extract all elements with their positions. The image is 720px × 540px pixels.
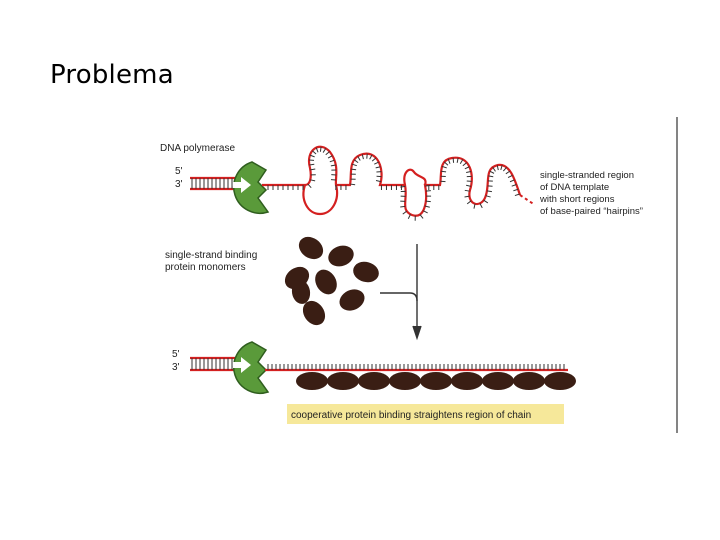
base-tick	[351, 168, 357, 171]
base-tick	[483, 199, 489, 204]
polymerase-arrow-icon	[233, 357, 251, 373]
ss-region-label-3: with short regions	[539, 194, 615, 205]
base-tick	[315, 147, 319, 153]
bound-ssb-protein	[544, 372, 576, 390]
base-tick	[425, 184, 431, 187]
three-prime-top-label: 3'	[175, 179, 183, 190]
base-tick	[488, 175, 494, 178]
bound-ssb-protein	[296, 372, 328, 390]
base-tick	[466, 170, 472, 174]
bound-ssb-protein	[420, 372, 452, 390]
template-strand-top	[262, 145, 536, 221]
base-tick	[319, 146, 322, 152]
bound-ssb-chain	[296, 372, 576, 390]
bound-ssb-protein	[513, 372, 545, 390]
base-tick	[507, 174, 513, 178]
base-tick	[513, 188, 519, 192]
base-tick	[505, 170, 511, 175]
base-tick	[492, 166, 496, 172]
base-tick	[509, 179, 515, 183]
five-prime-bottom-label: 5'	[172, 349, 180, 360]
caption-label: cooperative protein binding straightens …	[291, 410, 531, 421]
base-tick	[309, 163, 315, 166]
ssb-label-1: single-strand binding	[165, 250, 257, 261]
base-tick	[464, 166, 470, 170]
slide-title: Problema	[50, 60, 174, 90]
caption-highlight	[287, 404, 564, 424]
polymerase-arrow-icon	[233, 177, 251, 193]
base-tick	[400, 205, 406, 208]
dna-polymerase-label: DNA polymerase	[160, 143, 235, 154]
base-tick	[361, 154, 364, 160]
bound-ssb-protein	[451, 372, 483, 390]
base-tick	[371, 157, 377, 162]
base-tick	[369, 154, 373, 160]
bottom-duplex	[190, 356, 240, 372]
base-tick	[419, 214, 424, 219]
base-tick	[489, 170, 495, 174]
base-tick	[353, 159, 359, 164]
base-tick	[466, 200, 472, 205]
base-tick	[422, 210, 428, 214]
base-tick	[464, 189, 470, 192]
top-duplex	[190, 176, 240, 191]
base-tick	[464, 195, 470, 198]
base-tick	[309, 154, 315, 158]
base-tick	[441, 170, 447, 173]
base-tick	[350, 183, 356, 186]
base-tick	[402, 210, 408, 215]
three-prime-bottom-label: 3'	[172, 362, 180, 373]
base-tick	[307, 183, 312, 189]
base-tick	[351, 163, 357, 167]
ssb-label-2: protein monomers	[165, 262, 246, 273]
template-strand-bottom	[265, 364, 568, 372]
ssb-monomer-cluster	[284, 236, 379, 326]
dna-polymerase-top	[233, 161, 270, 214]
base-tick	[322, 148, 327, 153]
base-tick	[511, 184, 517, 187]
base-tick	[514, 193, 520, 197]
base-tick	[407, 214, 411, 220]
base-tick	[447, 158, 451, 164]
base-tick	[443, 161, 449, 166]
base-tick	[357, 155, 361, 161]
ss-region-label-1: single-stranded region	[540, 170, 634, 181]
base-tick	[479, 203, 483, 209]
bound-ssb-protein	[389, 372, 421, 390]
bound-ssb-protein	[327, 372, 359, 390]
base-tick	[496, 165, 499, 171]
base-tick	[424, 205, 430, 208]
base-tick	[486, 190, 492, 193]
base-tick	[327, 155, 333, 159]
base-tick	[459, 159, 464, 165]
base-tick	[310, 168, 316, 171]
base-tick	[456, 157, 459, 163]
base-tick	[311, 150, 317, 155]
base-tick	[441, 165, 447, 169]
ss-region-label-2: of DNA template	[540, 182, 609, 193]
base-tick	[462, 162, 468, 167]
base-tick	[485, 195, 491, 198]
base-tick	[500, 164, 503, 171]
base-tick	[473, 203, 476, 209]
base-tick	[330, 164, 336, 167]
flow-arrow	[380, 244, 422, 341]
bound-ssb-protein	[482, 372, 514, 390]
base-tick	[310, 179, 316, 182]
base-tick	[325, 151, 330, 156]
ss-region-label-4: of base-paired “hairpins”	[540, 206, 643, 217]
base-tick	[375, 180, 382, 183]
base-tick	[502, 167, 507, 172]
base-tick	[466, 184, 472, 187]
base-tick	[400, 185, 406, 188]
base-tick	[329, 159, 335, 163]
base-tick	[375, 166, 381, 169]
base-tick	[374, 161, 379, 165]
dna-polymerase-bottom	[233, 341, 270, 394]
bound-ssb-protein	[358, 372, 390, 390]
five-prime-top-label: 5'	[175, 166, 183, 177]
